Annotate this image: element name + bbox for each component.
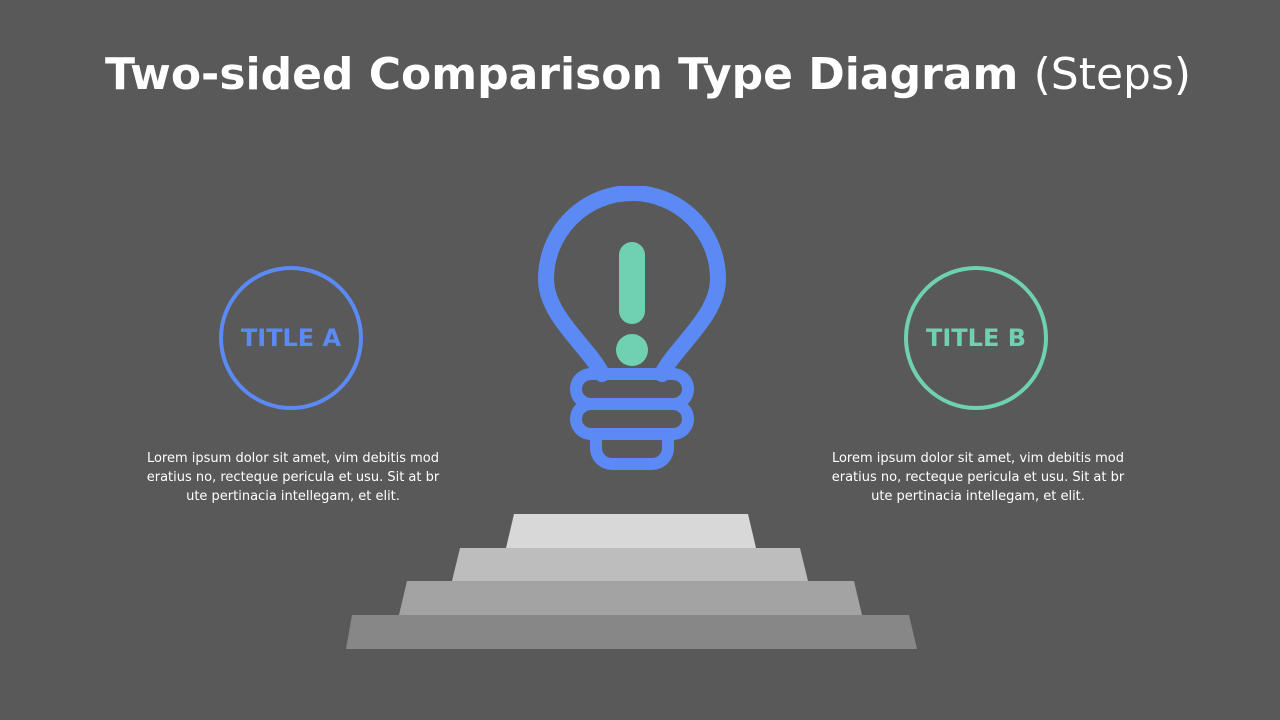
page-title: Two-sided Comparison Type Diagram (Steps…	[105, 44, 1191, 106]
step-second	[452, 548, 808, 581]
title-b-label: TITLE B	[925, 324, 1026, 352]
title-b-circle: TITLE B	[904, 266, 1048, 410]
title-a-description: Lorem ipsum dolor sit amet, vim debitis …	[146, 451, 440, 504]
title-a-circle: TITLE A	[219, 266, 363, 410]
title-b-description: Lorem ipsum dolor sit amet, vim debitis …	[831, 451, 1125, 504]
lightbulb-cap	[590, 428, 674, 470]
step-bottom	[346, 615, 917, 649]
step-third	[399, 581, 862, 615]
lightbulb-base-ring-2	[570, 398, 694, 440]
lightbulb-outline	[538, 186, 726, 382]
lightbulb-icon	[538, 186, 726, 470]
exclamation-dot	[616, 334, 648, 366]
title-a-label: TITLE A	[240, 324, 342, 352]
page-title-suffix: (Steps)	[1033, 49, 1192, 100]
step-top	[506, 514, 756, 548]
exclamation-icon	[619, 242, 645, 324]
page-title-main: Two-sided Comparison Type Diagram	[105, 49, 1019, 100]
